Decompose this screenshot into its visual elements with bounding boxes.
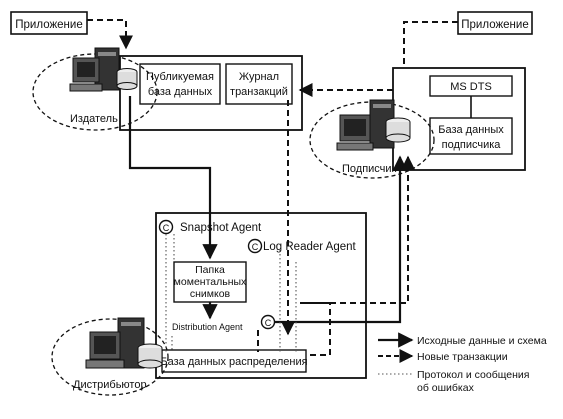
app-right-box: Приложение [457,11,533,35]
distribution-db-label: База данных распределения [160,356,307,368]
transaction-log-line2: транзакций [230,86,288,98]
app-right-label: Приложение [461,19,528,31]
log-reader-agent-label: Log Reader Agent [263,241,357,253]
publisher-group: Публикуемая база данных Журнал транзакци… [32,47,303,131]
legend-source-data: Исходные данные и схема [417,335,547,347]
legend: Исходные данные и схема Новые транзакции… [378,332,547,394]
publisher-label: Издатель [70,113,118,125]
published-db-line1: Публикуемая [146,71,214,83]
transactions-to-subscriber [300,155,415,304]
log-reader-agent-icon: C [247,238,263,254]
snapshot-folder-line3: снимков [190,288,231,300]
ms-dts-label: MS DTS [450,81,492,93]
flow-publisher-to-snapshot [128,96,218,260]
app-left-box: Приложение [10,11,88,35]
snapshot-folder-line1: Папка [195,264,225,276]
snapshot-agent-icon: C [158,219,174,235]
distributor-label: Дистрибьютор [73,379,147,391]
app-left-link [87,19,133,50]
legend-protocol-line2: об ошибках [417,382,475,394]
subscriber-group: MS DTS База данных подписчика Подписчик [309,67,526,179]
flow-agent-to-subscriber [275,155,408,324]
subscriber-db-line2: подписчика [442,139,502,151]
distribution-agent-label: Distribution Agent [172,322,243,332]
distribution-agent-icon: C [260,314,276,330]
app-left-label: Приложение [15,19,82,31]
distributor-computer-icon [85,317,163,369]
legend-protocol-line1: Протокол и сообщения [417,369,529,381]
publisher-computer-icon [69,47,138,92]
transaction-log-line1: Журнал [239,71,279,83]
subscriber-computer-icon [336,99,411,151]
legend-new-transactions: Новые транзакции [417,351,508,363]
distribution-db-to-subscriber [300,302,331,356]
distributor-group: C Snapshot Agent C Log Reader Agent Папк… [51,212,367,396]
published-db-line2: база данных [148,86,213,98]
snapshot-folder-line2: моментальных [174,276,247,288]
subscriber-db-line1: База данных [438,124,504,136]
svg-text:C: C [265,318,272,328]
svg-text:C: C [252,242,259,252]
svg-text:C: C [163,223,170,233]
snapshot-agent-label: Snapshot Agent [180,222,262,234]
subscriber-label: Подписчик [342,163,397,175]
